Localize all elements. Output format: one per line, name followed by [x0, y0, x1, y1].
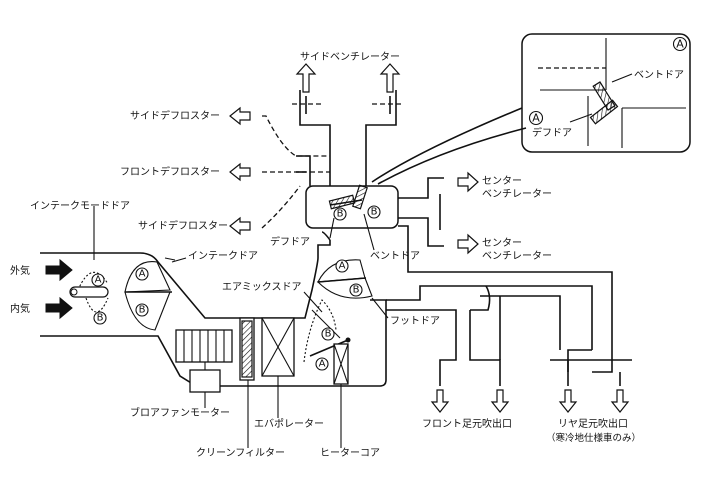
label-side-ventilator: サイドベンチレーター: [300, 51, 400, 63]
label-intake-door: インテークドア: [188, 250, 258, 262]
marker-intake-mode-a: A: [91, 273, 105, 287]
label-inset-def-door: デフドア: [532, 126, 572, 139]
marker-air-mix-a: A: [315, 357, 329, 371]
marker-intake-mode-b: B: [93, 311, 107, 325]
label-center-vent-upper-1: センター: [482, 175, 522, 187]
side-defroster-bottom-arrow: [229, 216, 251, 236]
blower-fan-motor: [189, 362, 221, 408]
marker-vent-door-b: B: [367, 205, 381, 219]
label-center-vent-lower-1: センター: [482, 237, 522, 249]
marker-foot-door-a: A: [335, 259, 349, 273]
svg-text:B: B: [325, 329, 332, 340]
front-defroster-arrow: [229, 162, 251, 182]
svg-text:A: A: [139, 269, 146, 280]
rear-foot-arrow-left: [558, 389, 578, 413]
front-foot-arrow-left: [430, 389, 450, 413]
label-intake-mode-door: インテークモードドア: [30, 200, 130, 212]
svg-text:B: B: [337, 209, 344, 220]
front-foot-duct: [439, 285, 561, 386]
intake-mode-door-area: [69, 206, 109, 313]
label-center-vent-upper-2: ベンチレーター: [482, 188, 552, 200]
marker-inset-a-left: A: [528, 110, 544, 126]
mode-chamber: [305, 184, 399, 229]
inset-detail: [371, 33, 691, 185]
svg-text:B: B: [139, 305, 146, 316]
evaporator: [261, 317, 295, 418]
marker-inset-a-right: A: [672, 36, 688, 52]
label-rear-foot-outlet-note: （寒冷地仕様車のみ）: [546, 432, 641, 444]
label-rear-foot-outlet: リヤ足元吹出口: [558, 417, 628, 430]
main-duct: [40, 231, 457, 387]
label-inside-air: 内気: [10, 302, 30, 315]
side-vent-arrow-right: [379, 63, 401, 93]
svg-text:A: A: [339, 261, 346, 272]
label-inset-vent-door: ベントドア: [634, 69, 684, 81]
svg-text:A: A: [319, 359, 326, 370]
svg-text:A: A: [676, 38, 684, 51]
side-defroster-top-arrow: [229, 106, 251, 126]
label-foot-door: フットドア: [390, 316, 440, 327]
label-air-mix-door: エアミックスドア: [222, 281, 302, 293]
label-center-vent-lower-2: ベンチレーター: [482, 250, 552, 262]
label-def-door: デフドア: [270, 235, 310, 248]
label-front-foot-outlet: フロント足元吹出口: [422, 417, 512, 430]
label-evaporator: エバポレーター: [254, 418, 324, 430]
label-heater-core: ヒーターコア: [320, 447, 380, 459]
svg-text:A: A: [532, 112, 540, 125]
marker-def-door-b: B: [333, 207, 347, 221]
leader-lines: [171, 213, 389, 319]
marker-intake-door-b: B: [135, 303, 149, 317]
label-outside-air: 外気: [10, 264, 30, 277]
intake-door: [124, 257, 176, 331]
label-blower-fan-motor: ブロアファンモーター: [130, 406, 230, 419]
rear-foot-duct: [386, 225, 632, 386]
center-vent-upper-arrow: [457, 171, 479, 193]
label-front-defroster: フロントデフロスター: [120, 165, 220, 178]
svg-text:A: A: [95, 275, 102, 286]
label-side-defroster-bottom: サイドデフロスター: [138, 219, 228, 232]
blower-fan: [175, 329, 233, 363]
outside-air-arrow: [45, 258, 73, 282]
svg-text:B: B: [97, 313, 104, 324]
defroster-ducts: [261, 115, 330, 229]
marker-air-mix-b: B: [321, 327, 335, 341]
clean-filter: [239, 317, 255, 448]
label-clean-filter: クリーンフィルター: [196, 447, 285, 459]
svg-text:B: B: [371, 207, 378, 218]
center-vent-ducts: [398, 177, 444, 247]
center-vent-lower-arrow: [457, 233, 479, 255]
marker-foot-door-b: B: [349, 283, 363, 297]
label-side-defroster-top: サイドデフロスター: [130, 109, 220, 122]
rear-foot-arrow-right: [610, 389, 630, 413]
inside-air-arrow: [45, 296, 73, 320]
front-foot-arrow-right: [490, 389, 510, 413]
air-mix-door: [303, 299, 351, 363]
label-vent-door: ベントドア: [370, 250, 420, 262]
svg-text:B: B: [353, 285, 360, 296]
side-vent-arrow-left: [295, 63, 317, 93]
heater-core: [333, 343, 349, 448]
marker-intake-door-a: A: [135, 267, 149, 281]
